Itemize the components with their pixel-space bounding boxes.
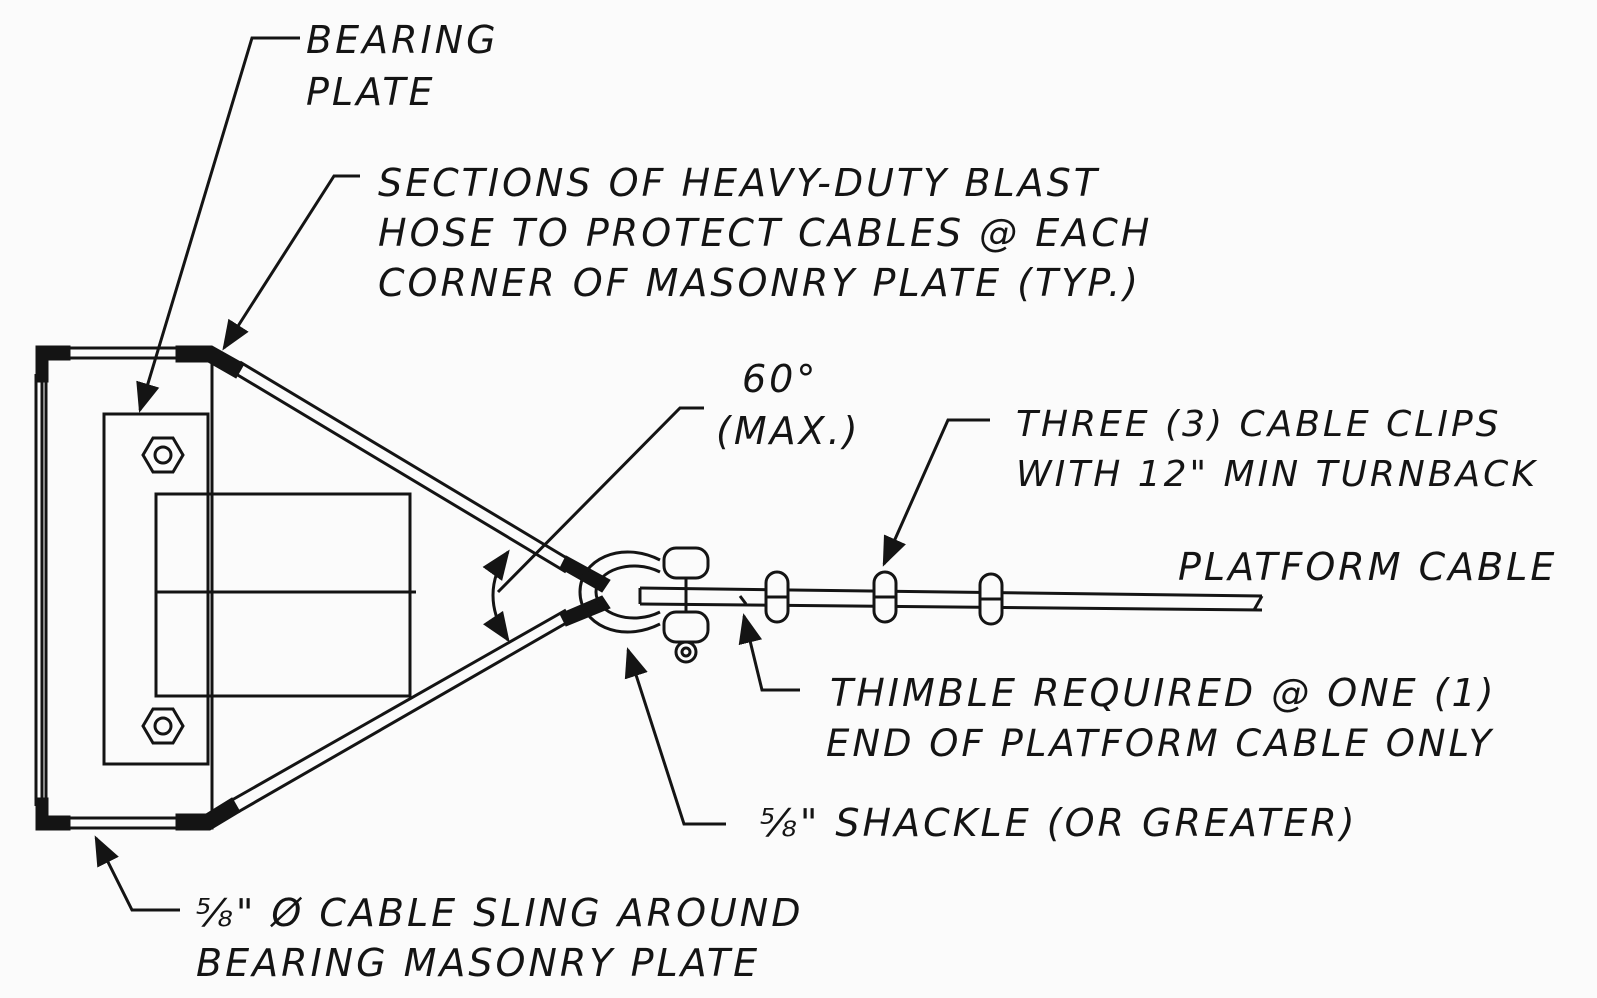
cable-clips — [764, 570, 1004, 626]
cable-sling — [34, 346, 571, 830]
beam-member — [154, 492, 412, 698]
shackle — [578, 546, 710, 664]
leader-shackle — [624, 647, 726, 826]
label-thimble-line2: END OF PLATFORM CABLE ONLY — [826, 722, 1494, 765]
label-blast-hose-line2: HOSE TO PROTECT CABLES @ EACH — [378, 211, 1152, 255]
label-angle-line2: (MAX.) — [716, 409, 861, 453]
cable-clip-3 — [978, 572, 1004, 626]
leader-lines — [94, 36, 990, 912]
bearing-plate — [102, 412, 210, 766]
masonry-plate-assembly — [40, 346, 416, 830]
leader-angle — [496, 406, 704, 594]
label-platform-cable: PLATFORM CABLE — [1178, 545, 1557, 589]
leader-blast-hose — [222, 174, 360, 351]
label-angle-line1: 60° — [742, 357, 818, 401]
label-shackle: ⅝" SHACKLE (OR GREATER) — [760, 801, 1358, 845]
label-blast-hose-line1: SECTIONS OF HEAVY-DUTY BLAST — [378, 161, 1100, 205]
blast-hose-bottom-left — [35, 797, 71, 831]
platform-cable — [638, 586, 1264, 612]
leader-thimble — [738, 613, 800, 692]
label-thimble-line1: THIMBLE REQUIRED @ ONE (1) — [830, 671, 1497, 715]
cable-clip-1 — [764, 570, 790, 624]
label-cable-clips-line1: THREE (3) CABLE CLIPS — [1016, 404, 1502, 445]
label-bearing-plate-line2: PLATE — [306, 70, 436, 114]
blast-hose-top-right — [175, 345, 245, 379]
label-thimble: THIMBLE REQUIRED @ ONE (1) END OF PLATFO… — [826, 671, 1497, 765]
label-cable-clips: THREE (3) CABLE CLIPS WITH 12" MIN TURNB… — [1016, 404, 1538, 495]
angle-dimension — [482, 549, 510, 643]
bolt-bottom — [141, 707, 185, 745]
label-cable-sling-line2: BEARING MASONRY PLATE — [196, 941, 760, 985]
label-bearing-plate: BEARING PLATE — [306, 18, 499, 114]
leader-cable-clips — [882, 418, 990, 567]
blast-hose-top-left — [35, 345, 71, 383]
label-cable-clips-line2: WITH 12" MIN TURNBACK — [1016, 454, 1538, 495]
leader-bearing-plate — [136, 36, 300, 413]
bolt-top — [141, 436, 185, 474]
blast-hose-bottom-right — [175, 797, 241, 831]
leader-cable-sling — [94, 835, 180, 912]
label-cable-sling-line1: ⅝" Ø CABLE SLING AROUND — [196, 891, 804, 935]
cable-clip-2 — [872, 570, 898, 624]
label-angle: 60° (MAX.) — [716, 357, 861, 453]
label-cable-sling: ⅝" Ø CABLE SLING AROUND BEARING MASONRY … — [196, 891, 804, 985]
masonry-plate — [40, 346, 214, 830]
label-blast-hose: SECTIONS OF HEAVY-DUTY BLAST HOSE TO PRO… — [378, 161, 1152, 305]
label-blast-hose-line3: CORNER OF MASONRY PLATE (TYP.) — [378, 261, 1141, 305]
label-bearing-plate-line1: BEARING — [306, 18, 499, 62]
blast-hose-sections — [35, 345, 611, 831]
